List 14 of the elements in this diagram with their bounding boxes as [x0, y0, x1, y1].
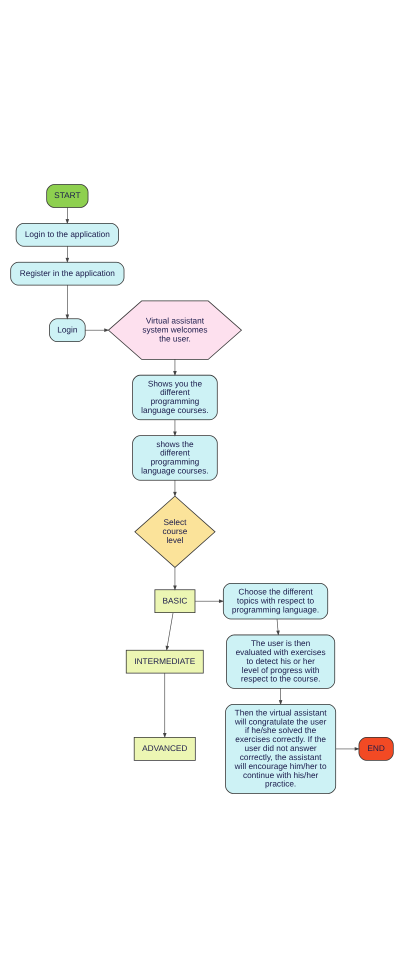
arrow — [162, 672, 167, 738]
arrow — [276, 618, 280, 636]
arrow — [84, 328, 110, 332]
arrow — [173, 480, 177, 496]
arrow — [173, 419, 177, 436]
arrow — [278, 688, 282, 705]
arrow — [173, 358, 177, 376]
arrow — [166, 612, 174, 650]
arrow — [66, 206, 70, 224]
arrow — [66, 284, 70, 320]
arrow — [66, 246, 70, 263]
arrow — [194, 598, 224, 602]
arrow — [173, 566, 177, 590]
arrow — [336, 746, 360, 750]
